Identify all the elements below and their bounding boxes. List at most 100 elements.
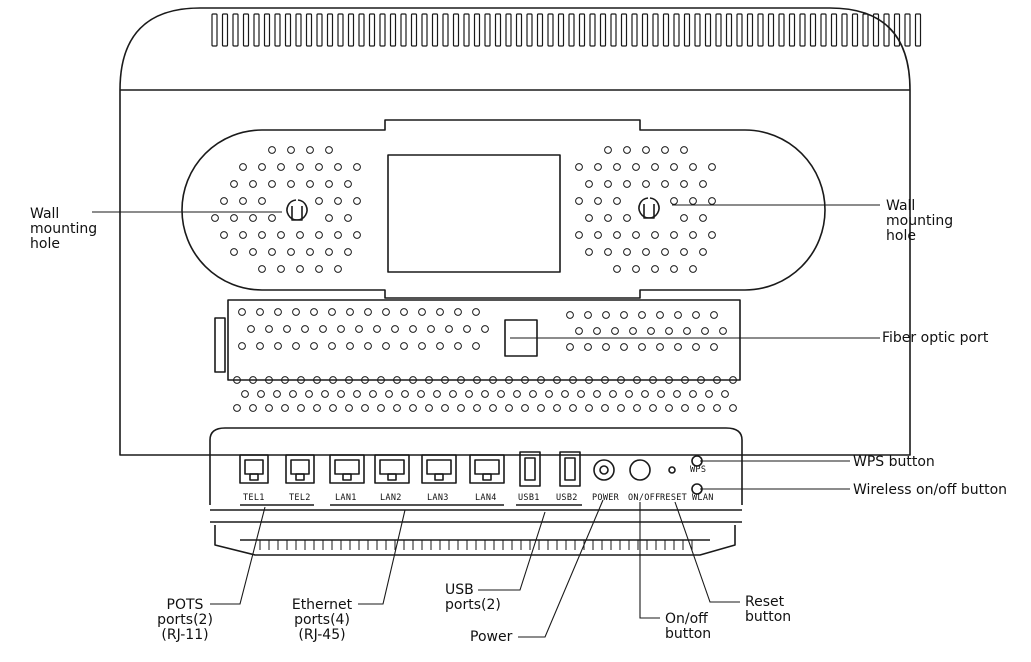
vent-hole [268,214,276,222]
port-label-lan3: LAN3 [427,493,449,503]
vent-slot [452,13,460,47]
vent-hole [345,404,353,412]
vent-hole [472,342,480,350]
vent-slot [473,13,481,47]
vent-hole [521,404,529,412]
vent-hole [457,404,465,412]
tel1-port-socket [244,459,264,475]
router-body-outline [119,7,911,456]
vent-slot [389,13,397,47]
vent-hole [310,308,318,316]
tel1-port[interactable] [239,454,269,484]
vent-hole [238,308,246,316]
vent-slot [694,13,701,47]
vent-slot [757,13,764,47]
callout-onoff: On/off button [665,611,712,642]
vent-hole [585,404,593,412]
vent-hole [296,265,304,273]
lan4-port-latch [482,473,492,481]
vent-hole [361,404,369,412]
vent-hole [569,404,577,412]
vent-hole [632,265,640,273]
vent-hole [457,376,465,384]
vent-hole [649,376,657,384]
vent-hole [521,376,529,384]
power-jack-pin [599,465,609,475]
port-label-lan2: LAN2 [380,493,402,503]
vent-hole [256,308,264,316]
vent-hole [306,146,314,154]
vent-slot [316,13,323,47]
vent-hole [233,376,241,384]
vent-hole [273,390,281,398]
vent-hole [313,404,321,412]
callout-fiber: Fiber optic port [882,330,989,346]
vent-hole [594,231,602,239]
vent-hole [701,327,709,335]
callout-usb: USB ports(2) [445,582,501,613]
callout-wall-left: Wall mounting hole [30,206,98,252]
lan2-port[interactable] [374,454,410,484]
keyhole-left [286,199,308,221]
vent-slot [284,13,292,47]
vent-hole [334,231,342,239]
vent-hole [611,327,619,335]
vent-hole [620,311,628,319]
vent-hole [353,390,361,398]
vent-slot [809,13,817,47]
vent-slot [263,13,271,47]
vent-hole [463,325,471,333]
reset-button[interactable] [668,466,676,474]
vent-hole [249,404,257,412]
tel2-port[interactable] [285,454,315,484]
vent-slot [421,13,428,47]
vent-hole [265,325,273,333]
vent-hole [473,404,481,412]
vent-hole [409,325,417,333]
vent-hole [642,180,650,188]
vent-hole [713,404,721,412]
vent-hole [623,180,631,188]
vent-hole [337,325,345,333]
vent-hole [729,376,737,384]
vent-hole [638,311,646,319]
vent-hole [441,404,449,412]
power-jack[interactable] [593,459,615,481]
port-label-lan4: LAN4 [475,493,497,503]
vent-hole [604,180,612,188]
vent-slot [683,13,691,47]
vent-hole [287,146,295,154]
usb2-port[interactable] [559,451,581,487]
vent-hole [373,325,381,333]
vent-slot [253,13,260,47]
vent-hole [620,343,628,351]
usb1-port[interactable] [519,451,541,487]
vent-hole [680,180,688,188]
vent-hole [277,265,285,273]
vent-hole [613,163,621,171]
vent-hole [575,197,583,205]
vent-hole [489,404,497,412]
vent-hole [670,265,678,273]
port-label-onoff: ON/OFF [628,493,661,503]
onoff-button[interactable] [629,459,651,481]
lan1-port[interactable] [329,454,365,484]
vent-slot [274,13,281,47]
vent-hole [382,342,390,350]
vent-hole [241,390,249,398]
vent-hole [315,265,323,273]
vent-hole [569,376,577,384]
vent-hole [382,308,390,316]
vent-hole [481,390,489,398]
lan4-port[interactable] [469,454,505,484]
vent-hole [321,390,329,398]
fiber-cover-outline [227,299,741,381]
vent-slot [515,13,523,47]
vent-hole [257,390,265,398]
lan3-port[interactable] [421,454,457,484]
vent-hole [647,327,655,335]
vent-hole [256,342,264,350]
vent-slot [820,13,827,47]
vent-hole [353,163,361,171]
vent-hole [329,376,337,384]
